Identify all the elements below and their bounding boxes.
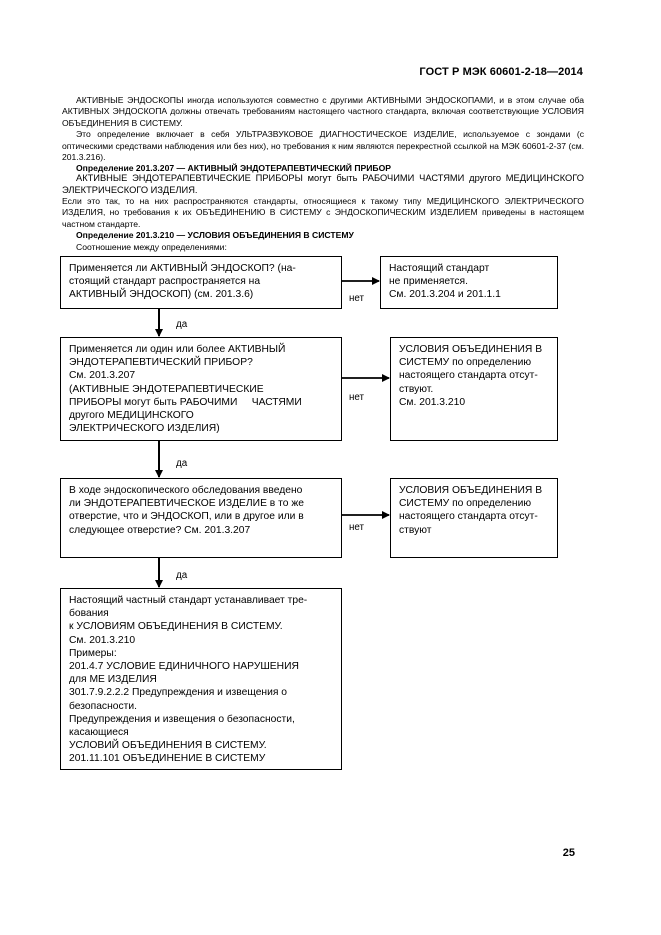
paragraph-relationship: Соотношение между определениями: [76,241,227,252]
paragraph-active-endoscopes: АКТИВНЫЕ ЭНДОСКОПЫ иногда используются с… [62,95,584,128]
body-text-2: АКТИВНЫЕ ЭНДОТЕРАПЕВТИЧЕСКИЕ ПРИБОРЫ мог… [62,173,584,196]
answer-box-1: Настоящий стандарт не применяется. См. 2… [380,256,558,309]
no-label-3: нет [349,522,365,533]
no-label-2: нет [349,392,365,403]
definition-201-3-210-title: Определение 201.3.210 — УСЛОВИЯ ОБЪЕДИНЕ… [76,230,354,241]
final-box: Настоящий частный стандарт устанавливает… [60,588,342,770]
question-box-1: Применяется ли АКТИВНЫЙ ЭНДОСКОП? (на- с… [60,256,342,309]
document-id: ГОСТ Р МЭК 60601-2-18—2014 [419,66,583,78]
paragraph-ultrasound: Это определение включает в себя УЛЬТРАЗВ… [62,129,584,163]
definition-201-3-207-title: Определение 201.3.207 — АКТИВНЫЙ ЭНДОТЕР… [76,163,392,174]
answer-box-2: УСЛОВИЯ ОБЪЕДИНЕНИЯ В СИСТЕМУ по определ… [390,337,558,441]
body-text: АКТИВНЫЕ ЭНДОСКОПЫ иногда используются с… [62,95,584,175]
answer-box-3: УСЛОВИЯ ОБЪЕДИНЕНИЯ В СИСТЕМУ по определ… [390,478,558,558]
yes-label-2: да [176,458,188,469]
paragraph-endotherapy-a: АКТИВНЫЕ ЭНДОТЕРАПЕВТИЧЕСКИЕ ПРИБОРЫ мог… [62,173,584,195]
body-text-3: Если это так, то на них распространяются… [62,196,584,253]
question-box-2: Применяется ли один или более АКТИВНЫЙ Э… [60,337,342,441]
no-label-1: нет [349,293,365,304]
yes-label-3: да [176,570,188,581]
page-number: 25 [562,847,575,859]
question-box-3: В ходе эндоскопического обследования вве… [60,478,342,558]
paragraph-endotherapy-b: Если это так, то на них распространяются… [62,196,584,229]
yes-label-1: да [176,319,188,330]
